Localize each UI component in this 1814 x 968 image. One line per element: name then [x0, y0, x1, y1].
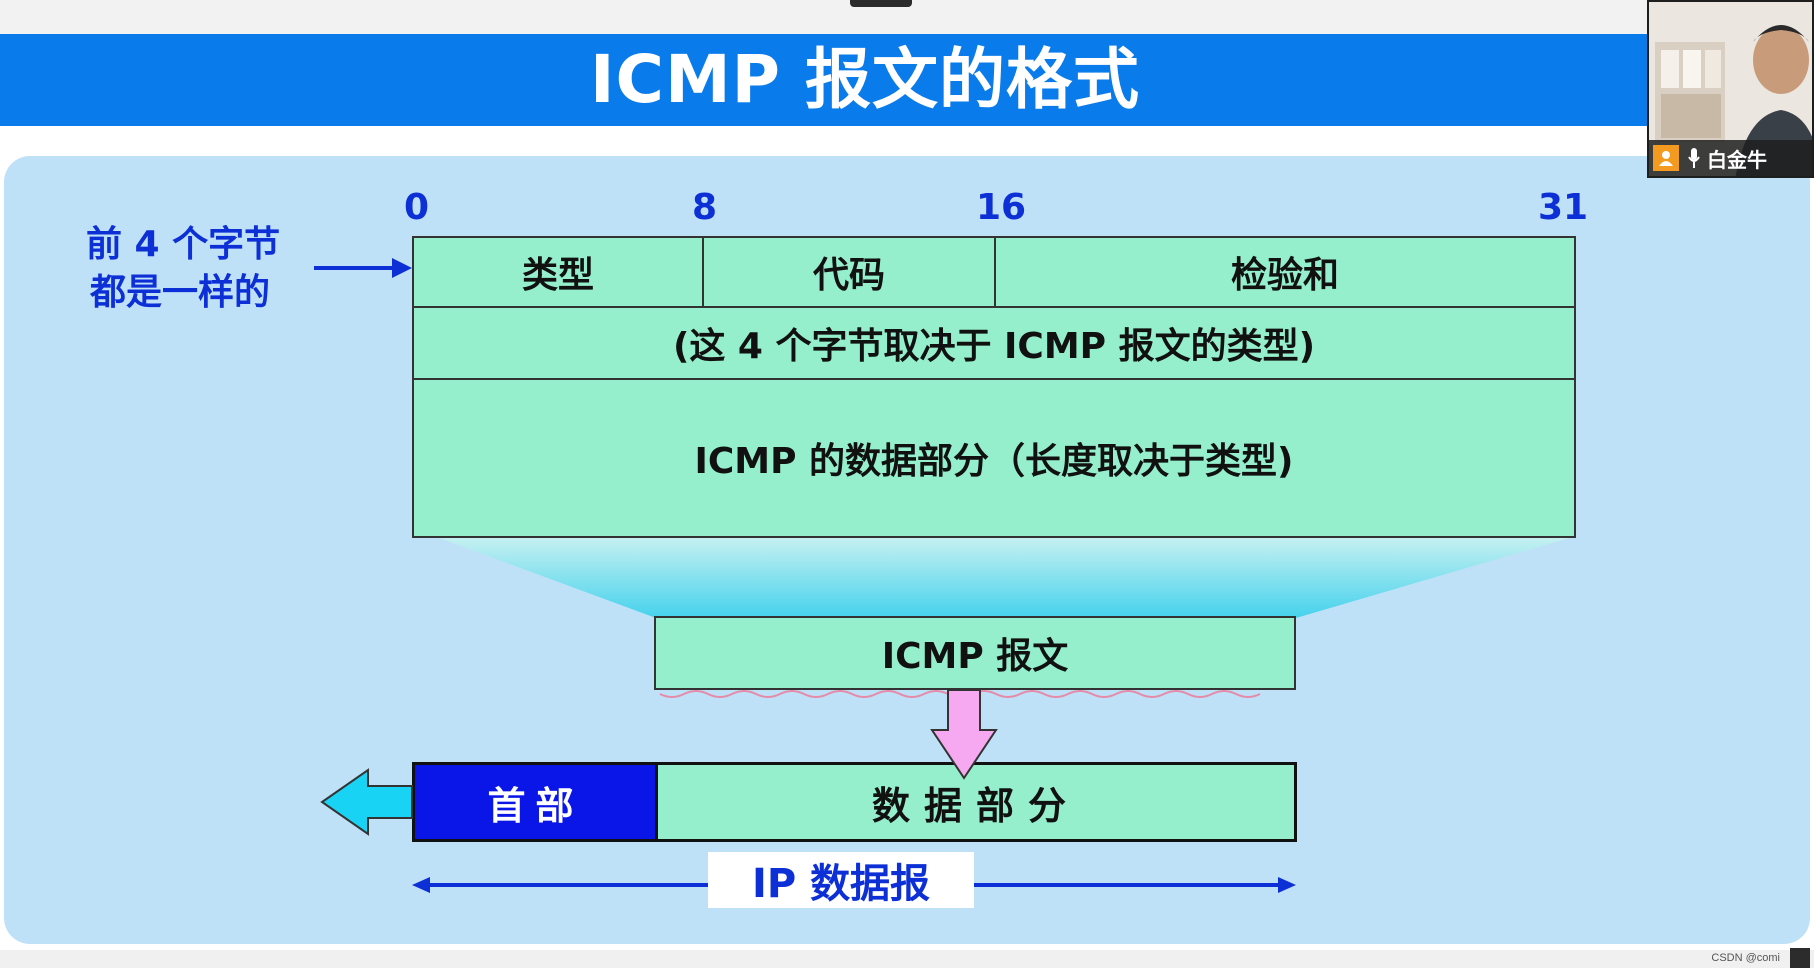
- bit-position-8: 8: [692, 187, 718, 228]
- bottom-bar: [0, 950, 1814, 968]
- side-note-line2: 都是一样的: [90, 272, 271, 313]
- down-arrow: [930, 689, 998, 780]
- icmp-data-row: ICMP 的数据部分（长度取决于类型): [412, 378, 1576, 538]
- type-field: 类型: [412, 236, 704, 308]
- presenter-name: 白金牛: [1707, 147, 1767, 172]
- side-note-arrow: [314, 258, 412, 278]
- presenter-bar: 白金牛: [1649, 140, 1812, 176]
- ip-datagram-text: IP 数据报: [751, 861, 931, 907]
- checksum-field-label: 检验和: [1230, 255, 1339, 296]
- watermark: CSDN @comi: [1711, 952, 1780, 964]
- type-dependent-row: (这 4 个字节取决于 ICMP 报文的类型): [412, 306, 1576, 380]
- top-notch: [850, 0, 912, 7]
- icmp-message-label: ICMP 报文: [881, 636, 1069, 677]
- bit-position-31: 31: [1538, 187, 1589, 228]
- left-arrow: [320, 768, 413, 836]
- code-field-label: 代码: [812, 255, 885, 296]
- ip-header-box: 首部: [412, 762, 656, 842]
- ip-header-label: 首部: [487, 783, 584, 828]
- type-field-label: 类型: [521, 255, 594, 296]
- bit-position-0: 0: [404, 187, 430, 228]
- microphone-icon[interactable]: [1685, 146, 1703, 170]
- side-note-line1: 前 4 个字节: [86, 224, 281, 265]
- ip-datagram-label: IP 数据报: [708, 852, 974, 908]
- icmp-data-row-label: ICMP 的数据部分（长度取决于类型): [694, 441, 1294, 482]
- slide-title: ICMP 报文的格式: [589, 41, 1141, 118]
- presenter-video[interactable]: 白金牛: [1647, 0, 1814, 178]
- type-dependent-row-label: (这 4 个字节取决于 ICMP 报文的类型): [672, 326, 1316, 367]
- ip-data-label: 数据部分: [871, 783, 1080, 828]
- corner-icon: [1790, 948, 1810, 968]
- code-field: 代码: [702, 236, 996, 308]
- bit-position-16: 16: [976, 187, 1027, 228]
- user-icon: [1653, 145, 1679, 171]
- ip-data-box: 数据部分: [655, 762, 1297, 842]
- title-bar: ICMP 报文的格式: [0, 34, 1814, 126]
